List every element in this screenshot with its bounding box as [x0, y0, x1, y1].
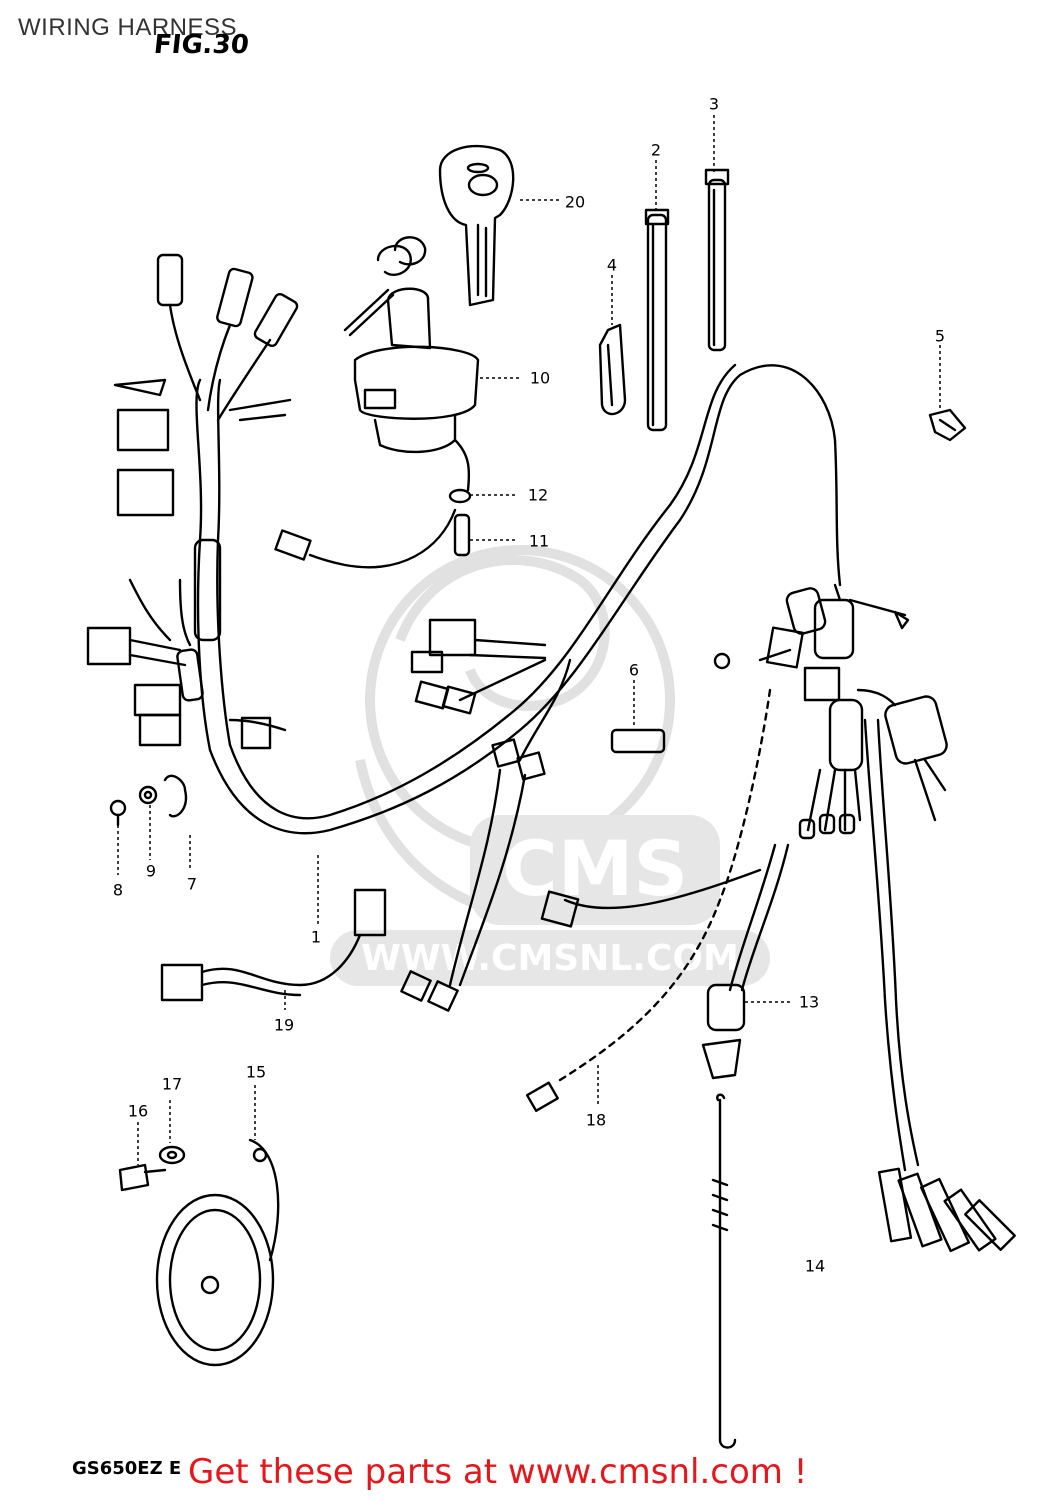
callout-13: 13: [798, 992, 820, 1012]
part-15-horn: [155, 1138, 280, 1367]
callout-10: 10: [529, 368, 551, 388]
callout-17: 17: [161, 1074, 183, 1094]
callout-6: 6: [628, 660, 640, 680]
part-13-cable-boot: [701, 843, 790, 1080]
part-14-cable: [711, 1093, 737, 1449]
callout-7: 7: [186, 874, 198, 894]
callout-16: 16: [127, 1101, 149, 1121]
harness-branch-right: [525, 583, 1016, 1253]
part-9-washer: [138, 785, 158, 805]
watermark-logo-text: CMS: [502, 824, 688, 913]
part-6-relay: [610, 728, 666, 754]
model-code: GS650EZ E: [72, 1458, 182, 1479]
page-title: WIRING HARNESS: [18, 14, 238, 41]
callout-12: 12: [527, 485, 549, 505]
callout-20: 20: [564, 192, 586, 212]
part-17-washer: [158, 1145, 186, 1165]
buy-parts-link[interactable]: Get these parts at www.cmsnl.com !: [188, 1452, 808, 1492]
leader-lines: [117, 115, 941, 1165]
part-10-ignition-switch: [343, 236, 480, 492]
callout-19: 19: [273, 1015, 295, 1035]
callout-1: 1: [310, 927, 322, 947]
callout-14: 14: [804, 1256, 826, 1276]
part-20-key: [438, 144, 515, 307]
part-12-grommet: [448, 488, 472, 504]
callout-2: 2: [650, 140, 662, 160]
part-3-band: [704, 168, 730, 352]
watermark-url-text: WWW.CMSNL.COM: [361, 938, 739, 979]
part-16-bolt: [118, 1163, 167, 1192]
ignition-lead: [274, 508, 457, 569]
part-11-connector: [453, 513, 471, 557]
callout-11: 11: [528, 531, 550, 551]
part-5-clip: [928, 408, 967, 442]
callout-3: 3: [708, 94, 720, 114]
part-19-subharness: [160, 888, 387, 1002]
callout-4: 4: [606, 255, 618, 275]
part-8-bolt: [109, 799, 127, 827]
callout-8: 8: [112, 880, 124, 900]
cms-watermark-badge: CMS WWW.CMSNL.COM: [330, 815, 770, 986]
part-4-clamp: [598, 323, 627, 416]
part-7-wire-lead: [163, 774, 188, 818]
harness-branch-center: [400, 618, 572, 1012]
part-1-main-harness: [86, 253, 842, 835]
callout-18: 18: [585, 1110, 607, 1130]
callout-15: 15: [245, 1062, 267, 1082]
callout-5: 5: [934, 326, 946, 346]
part-2-band: [644, 208, 670, 432]
callout-9: 9: [145, 861, 157, 881]
